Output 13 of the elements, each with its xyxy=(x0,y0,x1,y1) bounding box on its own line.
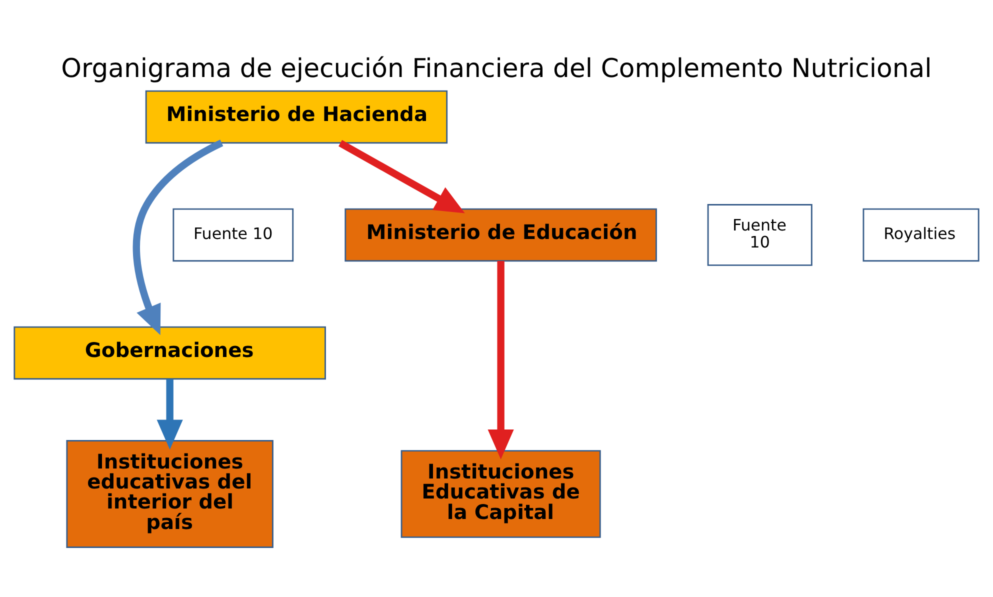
arrow xyxy=(156,378,183,450)
arrow xyxy=(488,260,514,459)
diagram-title: Organigrama de ejecución Financiera del Complemento Nutricional xyxy=(61,54,932,84)
node-box: Instituciones Educativas de la Capital xyxy=(400,450,601,538)
arrow xyxy=(338,139,465,213)
node-box: Royalties xyxy=(862,208,980,262)
node-box: Gobernaciones xyxy=(14,326,326,380)
arrow xyxy=(132,139,224,335)
node-box: Ministerio de Hacienda xyxy=(145,90,448,144)
node-box: Fuente 10 xyxy=(707,204,812,266)
node-box: Fuente 10 xyxy=(172,208,294,262)
node-box: Ministerio de Educación xyxy=(344,208,657,262)
node-box: Instituciones educativas del interior del país xyxy=(66,440,274,548)
